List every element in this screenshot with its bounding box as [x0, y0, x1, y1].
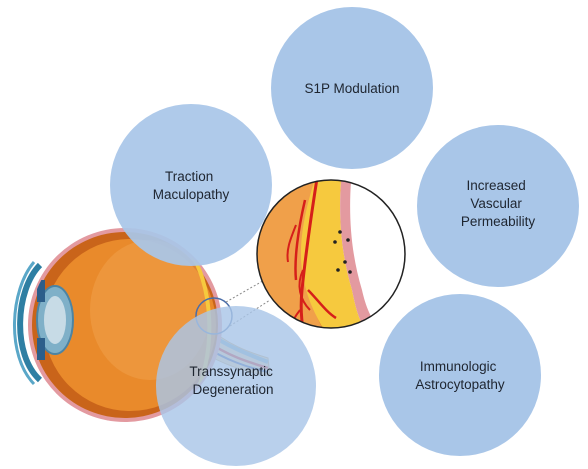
bubble-traction-maculopathy: Traction Maculopathy	[110, 104, 272, 266]
bubble-degeneration-label: Transsynaptic Degeneration	[189, 364, 276, 397]
magnified-retina-view	[256, 179, 406, 329]
bubble-traction-label: Traction Maculopathy	[153, 169, 230, 202]
bubble-astrocytopathy-label: Immunologic Astrocytopathy	[415, 359, 505, 392]
bubble-increased-vascular-permeability: Increased Vascular Permeability	[417, 125, 579, 287]
bubble-immunologic-astrocytopathy: Immunologic Astrocytopathy	[379, 294, 541, 456]
bubble-s1p-modulation: S1P Modulation	[271, 7, 433, 169]
bubble-permeability-label: Increased Vascular Permeability	[461, 178, 536, 229]
bubble-transsynaptic-degeneration: Transsynaptic Degeneration	[156, 306, 316, 466]
bubble-s1p-label: S1P Modulation	[304, 81, 399, 96]
